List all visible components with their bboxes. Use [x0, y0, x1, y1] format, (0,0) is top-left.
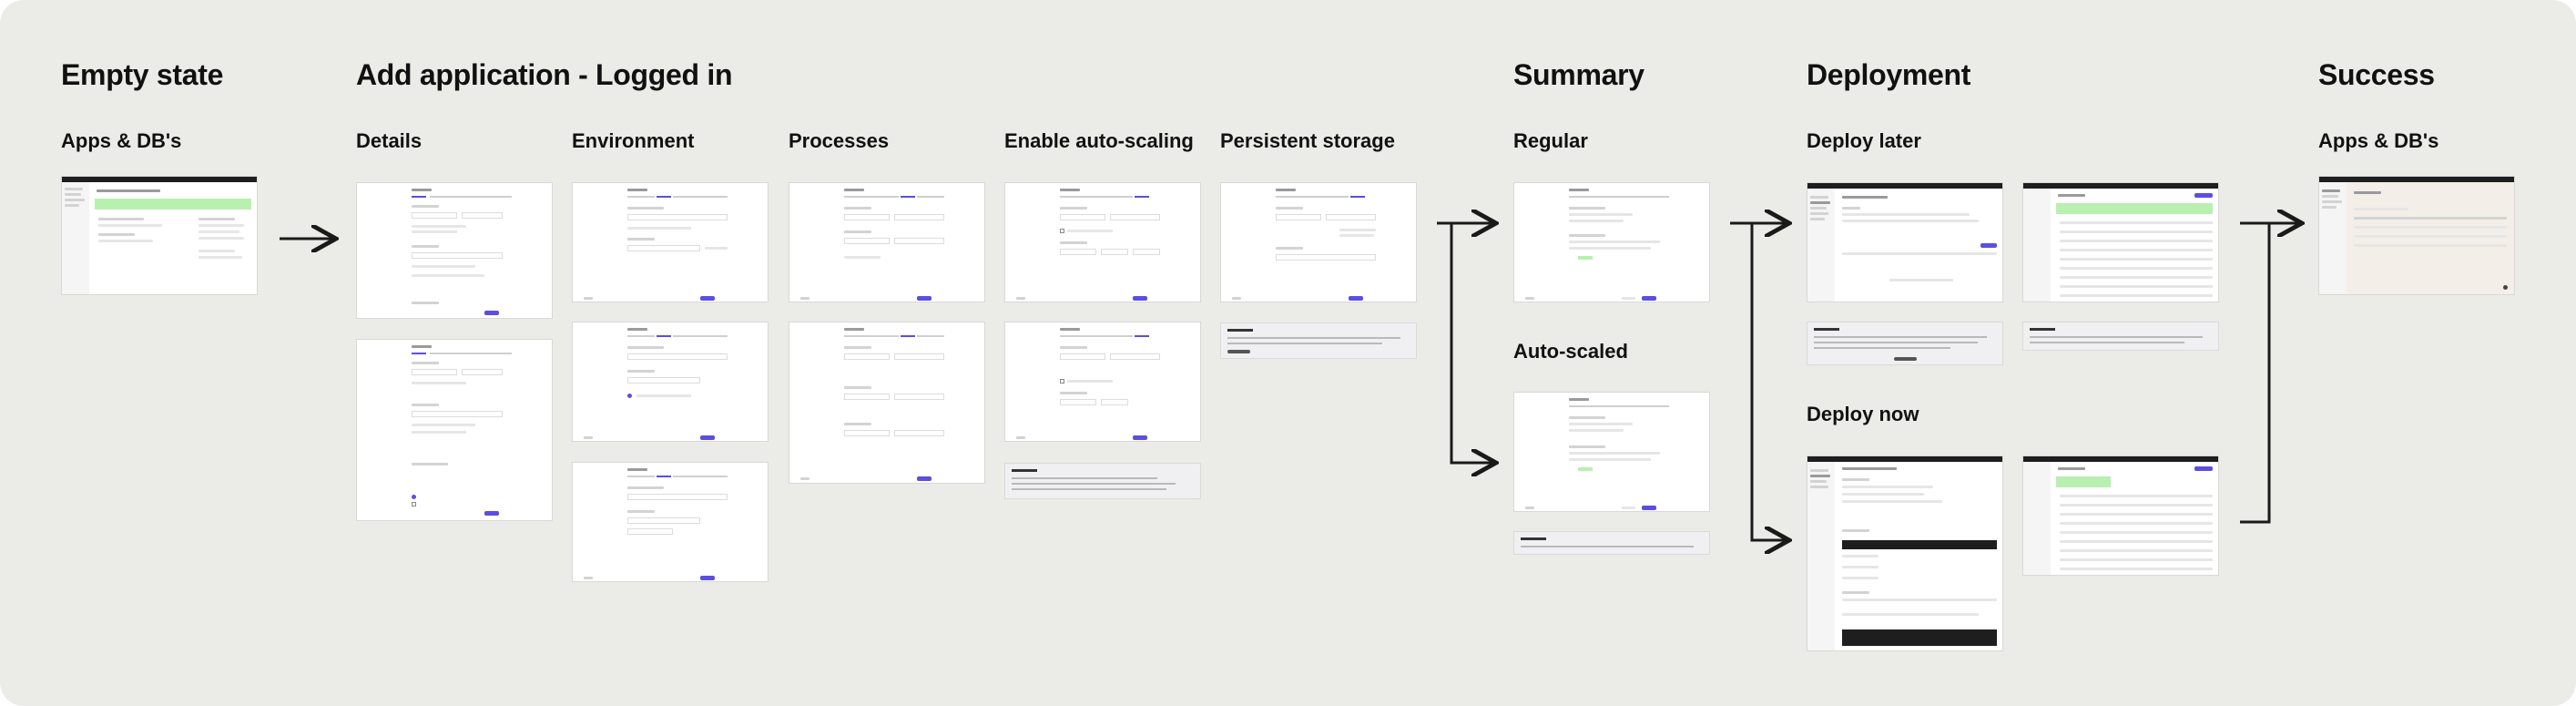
subtitle-auto-scaled: Auto-scaled — [1513, 340, 1628, 363]
section-title-success: Success — [2318, 58, 2435, 91]
subtitle-environment: Environment — [572, 129, 695, 152]
section-title-add-application: Add application - Logged in — [356, 58, 733, 91]
subtitle-apps-dbs-success: Apps & DB's — [2318, 129, 2439, 152]
subtitle-processes: Processes — [789, 129, 890, 152]
design-note-persistent-storage — [1220, 322, 1417, 359]
screen-thumbnail-persistent-storage — [1220, 182, 1417, 302]
screen-thumbnail-success — [2318, 176, 2515, 295]
section-title-summary: Summary — [1513, 58, 1644, 91]
screen-thumbnail-details-2 — [356, 339, 553, 521]
design-note-summary — [1513, 531, 1710, 555]
screen-thumbnail-empty-state — [61, 176, 258, 295]
screen-thumbnail-environment-1 — [572, 182, 769, 302]
screen-thumbnail-autoscaling-1 — [1004, 182, 1201, 302]
screen-thumbnail-deploy-now-1 — [1807, 455, 2003, 651]
arrow-deploy-now-to-success — [2240, 223, 2271, 524]
screen-thumbnail-deploy-later-2 — [2022, 182, 2219, 302]
subtitle-apps-dbs-empty: Apps & DB's — [61, 129, 182, 152]
screen-thumbnail-autoscaling-2 — [1004, 322, 1201, 442]
arrow-to-deploy-now — [1750, 223, 1787, 540]
subtitle-persistent-storage: Persistent storage — [1220, 129, 1395, 152]
screen-thumbnail-processes-1 — [789, 182, 985, 302]
screen-thumbnail-summary-autoscaled — [1513, 392, 1710, 512]
screen-thumbnail-environment-2 — [572, 322, 769, 442]
screen-thumbnail-deploy-now-2 — [2022, 455, 2219, 576]
subtitle-regular: Regular — [1513, 129, 1588, 152]
design-note-deploy-later-2 — [2022, 322, 2219, 351]
subtitle-enable-autoscaling: Enable auto-scaling — [1004, 129, 1194, 152]
subtitle-deploy-later: Deploy later — [1807, 129, 1921, 152]
screen-thumbnail-deploy-later-1 — [1807, 182, 2003, 302]
screen-thumbnail-environment-3 — [572, 462, 769, 582]
screen-thumbnail-details-1 — [356, 182, 553, 319]
subtitle-details: Details — [356, 129, 423, 152]
screen-thumbnail-processes-2 — [789, 322, 985, 484]
section-title-deployment: Deployment — [1807, 58, 1971, 91]
subtitle-deploy-now: Deploy now — [1807, 403, 1919, 425]
section-title-empty-state: Empty state — [61, 58, 224, 91]
arrow-to-summary-autoscaled — [1450, 223, 1493, 463]
design-note-autoscaling — [1004, 463, 1201, 499]
screen-thumbnail-summary-regular — [1513, 182, 1710, 302]
design-note-deploy-later-1 — [1807, 322, 2003, 365]
